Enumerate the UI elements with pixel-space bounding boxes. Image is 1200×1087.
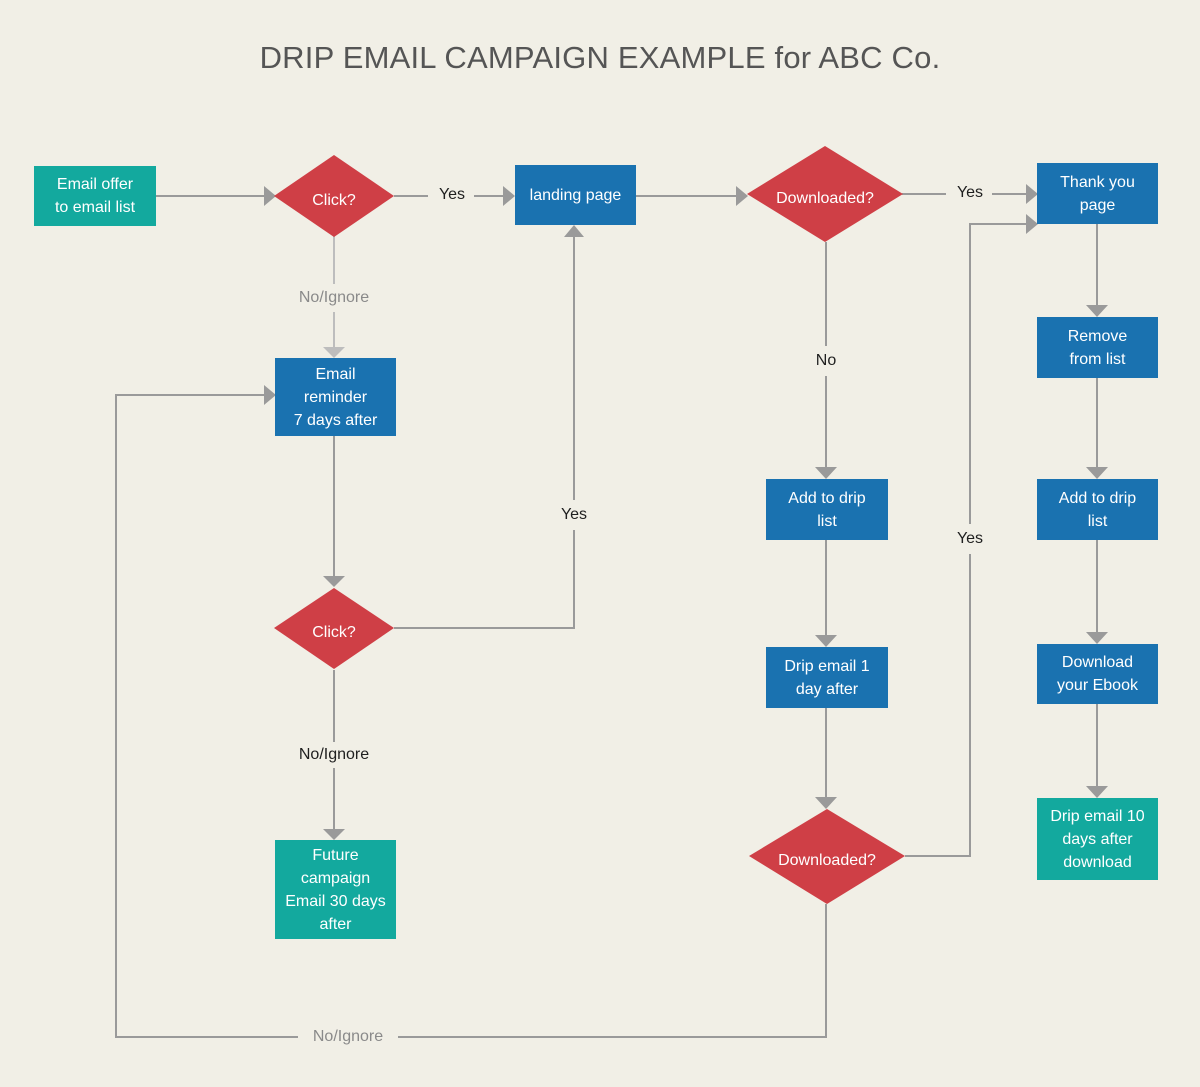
decision-diamond-downloaded-1 <box>747 146 903 242</box>
arrowhead <box>815 797 837 809</box>
edge-downloaded2-no <box>390 904 827 1038</box>
node-add-to-drip-list-1: Add to drip list <box>766 479 888 540</box>
arrowhead <box>1086 467 1108 479</box>
edge-label-click1-yes: Yes <box>430 184 474 206</box>
arrowhead <box>736 186 748 206</box>
decision-label-downloaded-2: Downloaded? <box>778 852 876 869</box>
node-future-campaign: Future campaign Email 30 days after <box>275 840 396 939</box>
edge-label-click1-no: No/Ignore <box>284 287 384 309</box>
arrowhead <box>815 635 837 647</box>
arrowhead <box>264 186 276 206</box>
edge-downloaded2-yes <box>905 554 971 857</box>
decision-label-downloaded-1: Downloaded? <box>776 190 874 207</box>
arrowhead <box>1026 184 1038 204</box>
arrowhead <box>1026 214 1038 234</box>
edge-label-click2-yes: Yes <box>552 504 596 526</box>
node-drip-email-10-days: Drip email 10 days after download <box>1037 798 1158 880</box>
node-email-offer: Email offer to email list <box>34 166 156 226</box>
arrowhead <box>1086 305 1108 317</box>
decision-label-click-2: Click? <box>312 624 356 641</box>
arrowhead <box>815 467 837 479</box>
arrowhead <box>323 347 345 358</box>
edge-downloaded2-no-b <box>115 394 300 1038</box>
node-thank-you-page: Thank you page <box>1037 163 1158 224</box>
node-email-reminder: Email reminder 7 days after <box>275 358 396 436</box>
edge-label-downloaded1-no: No <box>808 350 844 372</box>
diagram-title: DRIP EMAIL CAMPAIGN EXAMPLE for ABC Co. <box>259 40 941 75</box>
edge-label-downloaded1-yes: Yes <box>948 182 992 204</box>
arrowhead <box>503 186 515 206</box>
edge-click2-yes <box>394 530 575 629</box>
arrowhead <box>1086 632 1108 644</box>
decision-diamond-downloaded-2 <box>749 809 905 904</box>
node-remove-from-list: Remove from list <box>1037 317 1158 378</box>
decision-diamond-click-1 <box>274 155 394 237</box>
arrowhead <box>564 225 584 237</box>
node-drip-email-1-day: Drip email 1 day after <box>766 647 888 708</box>
arrowhead <box>323 829 345 840</box>
edge-label-downloaded2-yes: Yes <box>948 528 992 550</box>
decision-label-click-1: Click? <box>312 192 356 209</box>
arrowhead <box>264 385 276 405</box>
node-add-to-drip-list-2: Add to drip list <box>1037 479 1158 540</box>
edge-label-downloaded2-no: No/Ignore <box>298 1026 398 1048</box>
edge-label-click2-no: No/Ignore <box>284 744 384 766</box>
node-download-ebook: Download your Ebook <box>1037 644 1158 704</box>
decision-diamond-click-2 <box>274 588 394 669</box>
arrowhead <box>1086 786 1108 798</box>
arrowhead <box>323 576 345 587</box>
node-landing-page: landing page <box>515 165 636 225</box>
edge-downloaded2-yes-b <box>969 223 1027 524</box>
